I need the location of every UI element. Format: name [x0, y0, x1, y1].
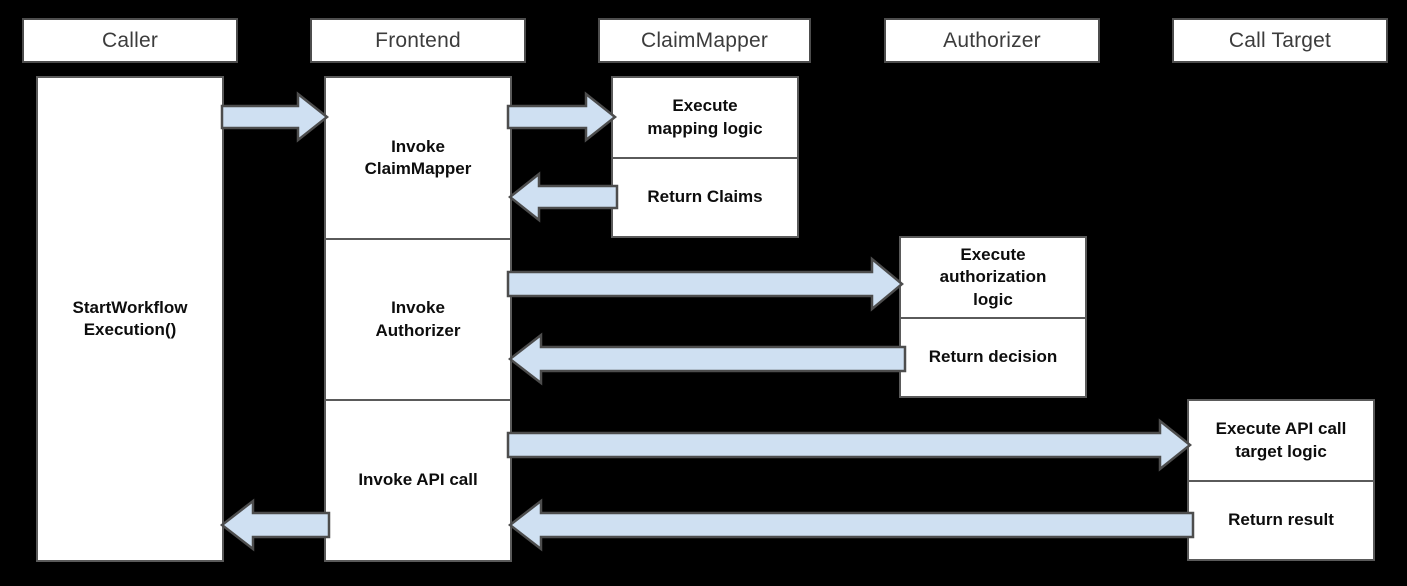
arrow-frontend-to-caller — [219, 498, 331, 552]
cell-execute-authorization-logic[interactable]: Execute authorization logic — [901, 238, 1085, 317]
lane-header-frontend[interactable]: Frontend — [310, 18, 526, 63]
cell-execute-api-call-target-logic-line1: Execute API call — [1215, 419, 1347, 439]
cell-invoke-claimmapper-line1: Invoke — [391, 136, 445, 156]
lane-header-claimmapper[interactable]: ClaimMapper — [598, 18, 811, 63]
arrow-caller-to-frontend — [220, 91, 330, 143]
cell-return-decision-line1: Return decision — [928, 347, 1058, 367]
cell-invoke-api-call-line1: Invoke API call — [358, 470, 478, 490]
arrow-frontend-to-calltarget — [506, 418, 1193, 472]
arrow-calltarget-to-frontend — [507, 498, 1195, 552]
arrow-authorizer-to-frontend — [507, 332, 907, 386]
lane-body-caller: StartWorkflow Execution() — [36, 76, 224, 562]
lane-header-caller-label: Caller — [101, 28, 159, 52]
cell-execute-mapping-logic-line1: Execute — [672, 96, 738, 116]
lane-header-frontend-label: Frontend — [375, 28, 461, 52]
cell-execute-mapping-logic-line2: mapping logic — [647, 118, 763, 138]
cell-return-claims[interactable]: Return Claims — [613, 157, 797, 236]
cell-start-workflow-execution-line1: StartWorkflow — [72, 297, 188, 317]
lane-body-frontend: Invoke ClaimMapper Invoke Authorizer Inv… — [324, 76, 512, 562]
lane-header-claimmapper-label: ClaimMapper — [640, 28, 769, 52]
lane-body-claimmapper: Execute mapping logic Return Claims — [611, 76, 799, 238]
lane-body-calltarget: Execute API call target logic Return res… — [1187, 399, 1375, 561]
arrow-frontend-to-authorizer — [506, 256, 904, 312]
cell-invoke-claimmapper-line2: ClaimMapper — [364, 159, 472, 178]
lane-header-authorizer[interactable]: Authorizer — [884, 18, 1100, 63]
cell-execute-authorization-logic-line1: Execute — [960, 245, 1026, 265]
cell-execute-authorization-logic-line2: authorization — [939, 267, 1047, 287]
cell-invoke-authorizer-line2: Authorizer — [375, 320, 461, 340]
cell-invoke-authorizer-line1: Invoke — [391, 298, 445, 318]
lane-body-authorizer: Execute authorization logic Return decis… — [899, 236, 1087, 398]
cell-execute-authorization-logic-line3: logic — [973, 289, 1013, 309]
cell-invoke-api-call[interactable]: Invoke API call — [326, 399, 510, 560]
lane-header-authorizer-label: Authorizer — [943, 28, 1041, 52]
cell-return-claims-line1: Return Claims — [647, 187, 763, 207]
cell-return-result-line1: Return result — [1228, 510, 1334, 530]
arrow-claimmapper-to-frontend — [507, 171, 619, 223]
lane-header-caller[interactable]: Caller — [22, 18, 238, 63]
lane-header-calltarget[interactable]: Call Target — [1172, 18, 1388, 63]
cell-start-workflow-execution[interactable]: StartWorkflow Execution() — [38, 78, 222, 560]
cell-invoke-authorizer[interactable]: Invoke Authorizer — [326, 238, 510, 399]
cell-execute-api-call-target-logic[interactable]: Execute API call target logic — [1189, 401, 1373, 480]
cell-return-decision[interactable]: Return decision — [901, 317, 1085, 396]
cell-return-result[interactable]: Return result — [1189, 480, 1373, 559]
cell-execute-api-call-target-logic-line2: target logic — [1235, 441, 1327, 461]
lane-header-calltarget-label: Call Target — [1228, 28, 1332, 52]
cell-invoke-claimmapper[interactable]: Invoke ClaimMapper — [326, 78, 510, 238]
cell-execute-mapping-logic[interactable]: Execute mapping logic — [613, 78, 797, 157]
arrow-frontend-to-claimmapper — [506, 91, 618, 143]
cell-start-workflow-execution-line2: Execution() — [83, 320, 177, 339]
